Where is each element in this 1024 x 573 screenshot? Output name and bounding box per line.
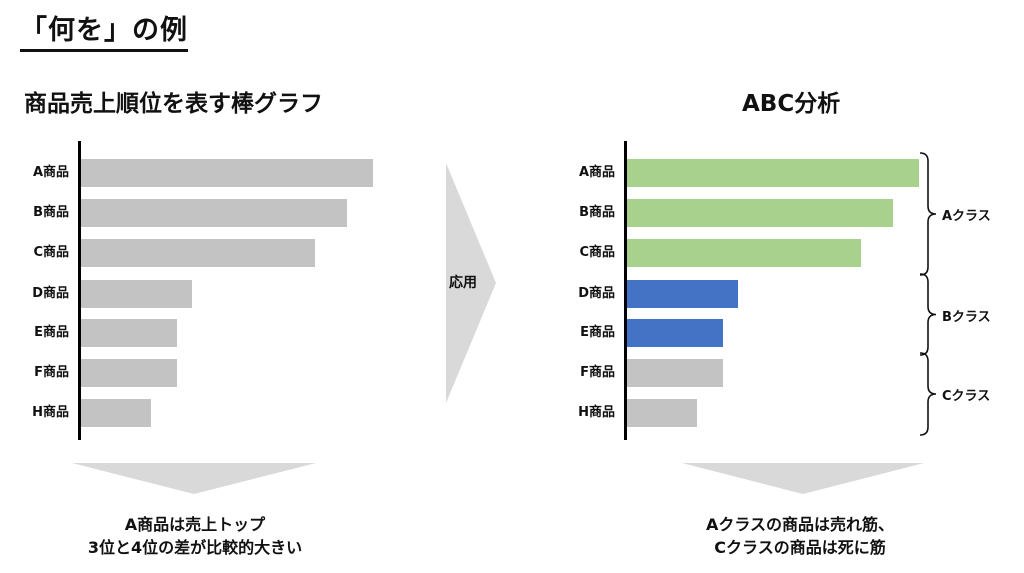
bar <box>81 280 192 308</box>
class-brace <box>919 152 937 276</box>
category-label: D商品 <box>32 286 69 301</box>
chart-axis-line <box>78 141 81 440</box>
right-caption-line-1: Aクラスの商品は売れ筋、 <box>705 515 895 534</box>
category-label: C商品 <box>579 245 615 260</box>
right-caption-line-2: Cクラスの商品は死に筋 <box>714 538 886 557</box>
right-caption: Aクラスの商品は売れ筋、 Cクラスの商品は死に筋 <box>640 513 960 559</box>
category-label: H商品 <box>32 405 69 420</box>
class-brace <box>919 352 937 436</box>
bar <box>627 239 861 267</box>
bar <box>81 359 178 387</box>
bar <box>627 399 698 427</box>
category-label: B商品 <box>579 205 615 220</box>
category-label: A商品 <box>32 165 69 180</box>
bar <box>627 280 738 308</box>
category-label: D商品 <box>578 286 615 301</box>
category-label: H商品 <box>578 405 615 420</box>
class-label: Bクラス <box>942 309 991 325</box>
right-down-arrow-shape <box>682 463 924 494</box>
bar <box>627 359 724 387</box>
chart-axis-line <box>624 141 627 440</box>
bar <box>81 159 373 187</box>
arrow-label: 応用 <box>449 275 477 291</box>
right-chart-title: ABC分析 <box>742 91 841 117</box>
bar <box>81 239 315 267</box>
left-chart-title: 商品売上順位を表す棒グラフ <box>24 91 323 117</box>
left-caption: A商品は売上トップ 3位と4位の差が比較的大きい <box>40 513 350 559</box>
category-label: E商品 <box>580 325 615 340</box>
category-label: E商品 <box>34 325 69 340</box>
bar <box>81 319 178 347</box>
category-label: A商品 <box>578 165 615 180</box>
class-label: Cクラス <box>942 389 991 404</box>
bar <box>81 199 347 227</box>
left-caption-line-2: 3位と4位の差が比較的大きい <box>87 538 303 557</box>
right-arrow-shape <box>446 163 496 403</box>
class-brace <box>919 273 937 356</box>
page-title: 「何を」の例 <box>20 8 188 52</box>
left-down-arrow-shape <box>72 463 316 494</box>
bar <box>627 199 893 227</box>
bar <box>627 319 724 347</box>
bar <box>81 399 152 427</box>
category-label: F商品 <box>580 365 615 380</box>
class-label: Aクラス <box>942 209 991 224</box>
category-label: B商品 <box>33 205 69 220</box>
category-label: F商品 <box>34 365 69 380</box>
left-caption-line-1: A商品は売上トップ <box>124 515 266 534</box>
bar <box>627 159 919 187</box>
category-label: C商品 <box>33 245 69 260</box>
